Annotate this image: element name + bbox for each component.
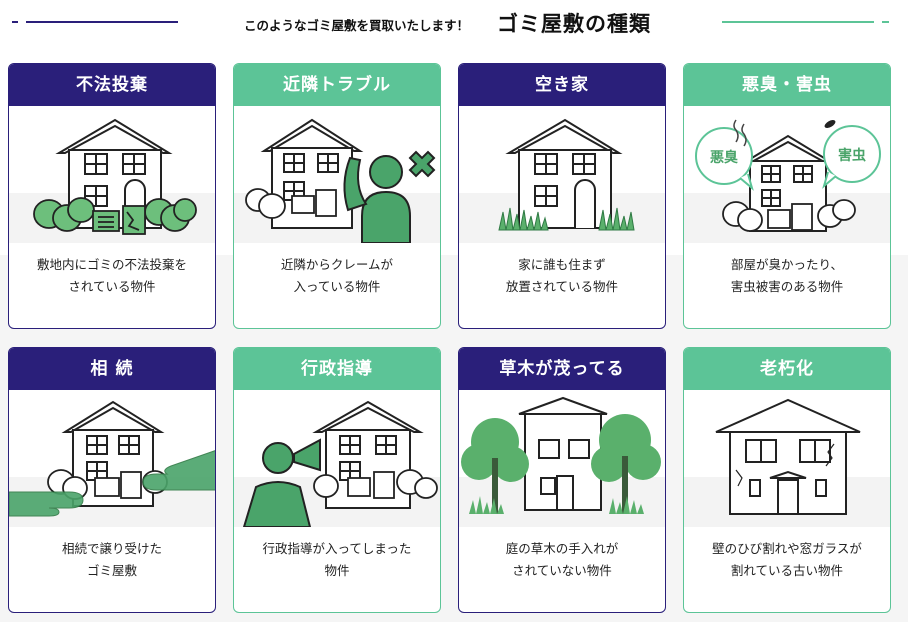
anger-icon	[408, 150, 436, 178]
odor-icon	[733, 119, 747, 147]
card-title: 相 続	[9, 348, 215, 390]
card-title: 空き家	[459, 64, 665, 106]
card-description: 部屋が臭かったり、害虫被害のある物件	[730, 257, 844, 294]
tree-icon	[461, 414, 661, 514]
card-neighbor-trouble: 近隣トラブル 近隣からクレームが入	[233, 63, 441, 329]
crack-icon	[735, 443, 835, 487]
bubble-pests: 害虫	[838, 147, 866, 164]
grass-icon	[498, 207, 635, 231]
old-house-icon	[715, 398, 861, 515]
trash-bag-icon	[722, 199, 856, 232]
hand-icon	[9, 450, 215, 517]
card-description: 家に誰も住まず放置されている物件	[505, 257, 619, 294]
illustration	[234, 390, 440, 527]
header-line-right	[722, 21, 874, 23]
officer-icon	[242, 438, 321, 527]
card-odor-pests: 悪臭・害虫 悪臭 害虫	[683, 63, 891, 329]
card-title: 草木が茂ってる	[459, 348, 665, 390]
trash-bag-icon	[245, 188, 337, 219]
trash-bag-icon	[313, 469, 438, 499]
card-description: 庭の草木の手入れがされていない物件	[505, 541, 619, 578]
header-line-right	[882, 21, 889, 23]
card-description: 近隣からクレームが入っている物件	[280, 257, 394, 294]
bug-icon	[824, 120, 836, 128]
card-overgrown: 草木が茂ってる 庭の草木の手入れがされていない物件	[458, 347, 666, 613]
bubble-odor: 悪臭	[710, 149, 739, 166]
speech-bubble-icon	[695, 125, 881, 191]
illustration	[9, 106, 215, 243]
section-header: このようなゴミ屋敷を買取いたします！ ゴミ屋敷の種類	[0, 0, 908, 50]
card-description: 行政指導が入ってしまった物件	[262, 541, 412, 578]
house-icon	[518, 396, 608, 511]
card-vacant-house: 空き家 家に誰も住まず放置されている物件	[458, 63, 666, 329]
card-title: 行政指導	[234, 348, 440, 390]
card-title: 不法投棄	[9, 64, 215, 106]
card-title: 老朽化	[684, 348, 890, 390]
card-title: 近隣トラブル	[234, 64, 440, 106]
angry-person-icon	[343, 155, 411, 243]
header-subtitle: このようなゴミ屋敷を買取いたします！	[244, 18, 470, 33]
card-inheritance: 相 続 相続で譲り受けたゴミ屋敷	[8, 347, 216, 613]
illustration	[234, 106, 440, 243]
card-deterioration: 老朽化 壁のひび割れや窓ガラスが割れている古い物件	[683, 347, 891, 613]
header-line-left	[12, 21, 18, 23]
illustration	[459, 106, 665, 243]
card-illegal-dumping: 不法投棄 敷地内にゴミの不法投棄をされている物件	[8, 63, 216, 329]
illustration	[459, 390, 665, 527]
card-description: 敷地内にゴミの不法投棄をされている物件	[36, 257, 187, 294]
card-description: 相続で譲り受けたゴミ屋敷	[61, 541, 162, 578]
header-line-left	[26, 21, 178, 23]
illustration	[684, 390, 890, 527]
card-administrative-guidance: 行政指導 行政指導が入ってしまった物件	[233, 347, 441, 613]
house-icon	[505, 118, 623, 229]
page-title: ゴミ屋敷の種類	[497, 12, 651, 36]
trash-bag-icon	[33, 197, 197, 232]
card-title: 悪臭・害虫	[684, 64, 890, 106]
illustration: 悪臭 害虫	[684, 106, 890, 243]
card-description: 壁のひび割れや窓ガラスが割れている古い物件	[712, 541, 862, 578]
grass-icon	[469, 496, 644, 514]
illustration	[9, 390, 215, 527]
